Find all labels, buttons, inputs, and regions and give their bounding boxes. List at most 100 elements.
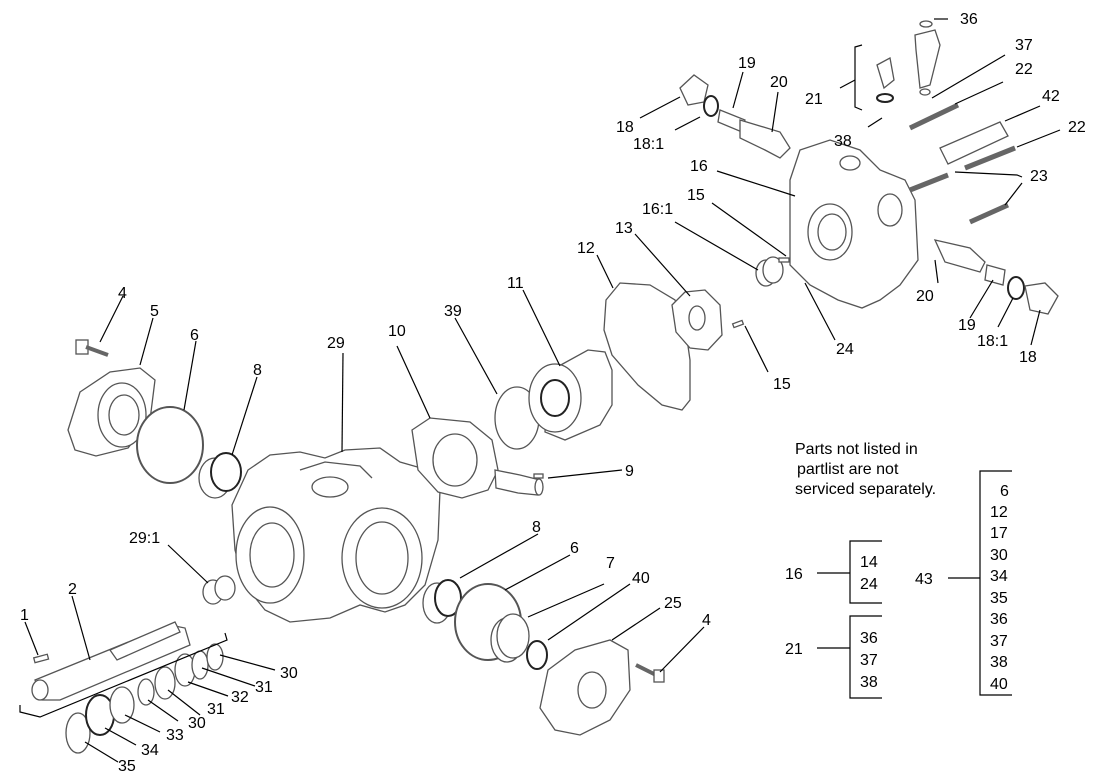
callout-42: 42 (1042, 88, 1060, 105)
callout-23: 23 (1030, 168, 1048, 185)
group-43-item: 6 (1000, 483, 1009, 500)
pump-housing-part-29 (231, 447, 441, 623)
group-43-item: 17 (990, 525, 1008, 542)
end-cover-part-16 (789, 139, 919, 309)
callout-18-1-bottom: 18:1 (977, 333, 1008, 350)
service-note-line: serviced separately. (795, 481, 937, 498)
o-ring-part-6-top (136, 406, 204, 484)
callout-18-bottom: 18 (1019, 349, 1037, 366)
bolts-part-22-23 (908, 102, 1016, 225)
service-note: Parts not listed in partlist are not ser… (795, 440, 995, 500)
callout-22-b: 22 (1068, 119, 1086, 136)
bearing-part-8-top (198, 452, 242, 499)
valve-stems-part-21-group (876, 20, 941, 103)
group-43-item: 36 (990, 611, 1008, 628)
callout-12: 12 (577, 240, 595, 257)
group-43-item: 38 (990, 654, 1008, 671)
callout-7: 7 (606, 555, 615, 572)
shaft-bracket (19, 632, 228, 718)
callout-2: 2 (68, 581, 77, 598)
pin-part-15-bottom (731, 319, 745, 329)
group-21-item: 37 (860, 652, 878, 669)
callout-21: 21 (805, 91, 823, 108)
group-21-label: 21 (785, 641, 803, 658)
pin-part-9 (533, 473, 544, 479)
flange-part-5 (67, 367, 156, 457)
callout-18-top: 18 (616, 119, 634, 136)
port-plate-part-13 (671, 289, 723, 351)
key-part-1 (32, 653, 50, 664)
group-43-item: 37 (990, 633, 1008, 650)
callout-8-top: 8 (253, 362, 262, 379)
group-16-label: 16 (785, 566, 803, 583)
group-43-label: 43 (915, 571, 933, 588)
callout-34: 34 (141, 742, 159, 759)
callout-15-top: 15 (687, 187, 705, 204)
cover-part-25 (539, 639, 631, 736)
callout-37-top: 37 (1015, 37, 1033, 54)
callout-19-top: 19 (738, 55, 756, 72)
callout-9: 9 (625, 463, 634, 480)
callout-1: 1 (20, 607, 29, 624)
callout-38: 38 (834, 133, 852, 150)
group-21-item: 38 (860, 674, 878, 691)
group-16-bracket: 16 14 24 (785, 540, 882, 604)
service-note-line: Parts not listed in (795, 441, 918, 458)
callout-40: 40 (632, 570, 650, 587)
callout-35: 35 (118, 758, 136, 775)
needle-bearing-part-16-1 (755, 256, 784, 287)
service-note-line: partlist are not (797, 461, 899, 478)
callout-4-bottom: 4 (702, 612, 711, 629)
callout-20-top: 20 (770, 74, 788, 91)
spring-part-7 (490, 613, 530, 663)
callout-16-1: 16:1 (642, 201, 673, 218)
seal-part-40 (526, 640, 548, 670)
callout-30-b: 30 (188, 715, 206, 732)
callout-33: 33 (166, 727, 184, 744)
callout-19-bottom: 19 (958, 317, 976, 334)
callout-5: 5 (150, 303, 159, 320)
callout-31-a: 31 (255, 679, 273, 696)
group-43-item: 40 (990, 676, 1008, 693)
callout-31-b: 31 (207, 701, 225, 718)
cylinder-block-part-11 (528, 349, 613, 441)
callout-labels: 36 37 22 21 38 19 20 42 22 18 18:1 16 23… (20, 11, 1086, 775)
callout-4-top: 4 (118, 285, 127, 302)
callout-10: 10 (388, 323, 406, 340)
callout-39: 39 (444, 303, 462, 320)
callout-22-a: 22 (1015, 61, 1033, 78)
swash-plate-part-10 (411, 417, 544, 499)
callout-29: 29 (327, 335, 345, 352)
group-16-item: 14 (860, 554, 878, 571)
pin-part-15-top (778, 257, 790, 263)
relief-valve-bottom-assembly (933, 239, 1059, 315)
group-21-item: 36 (860, 630, 878, 647)
callout-13: 13 (615, 220, 633, 237)
callout-29-1: 29:1 (129, 530, 160, 547)
drive-shaft-part-2 (31, 621, 191, 701)
group-21-bracket: 21 36 37 38 (785, 615, 882, 699)
relief-valve-top-assembly (679, 74, 791, 159)
bolt-part-4-bottom (635, 663, 665, 683)
callout-24: 24 (836, 341, 854, 358)
group-43-item: 30 (990, 547, 1008, 564)
callout-36-top: 36 (960, 11, 978, 28)
tube-part-42 (939, 121, 1009, 165)
callout-20-bottom: 20 (916, 288, 934, 305)
gasket-part-12 (603, 282, 691, 411)
callout-6-bottom: 6 (570, 540, 579, 557)
callout-16: 16 (690, 158, 708, 175)
callout-30-a: 30 (280, 665, 298, 682)
bearing-part-8-bottom (422, 579, 462, 624)
bearing-part-29-1 (202, 575, 236, 605)
callout-11: 11 (507, 275, 524, 292)
callout-8-bottom: 8 (532, 519, 541, 536)
callout-25: 25 (664, 595, 682, 612)
callout-18-1-top: 18:1 (633, 136, 664, 153)
callout-32: 32 (231, 689, 249, 706)
group-43-item: 35 (990, 590, 1008, 607)
group-16-item: 24 (860, 576, 878, 593)
callout-15-bottom: 15 (773, 376, 791, 393)
leader-lines (24, 18, 1061, 763)
